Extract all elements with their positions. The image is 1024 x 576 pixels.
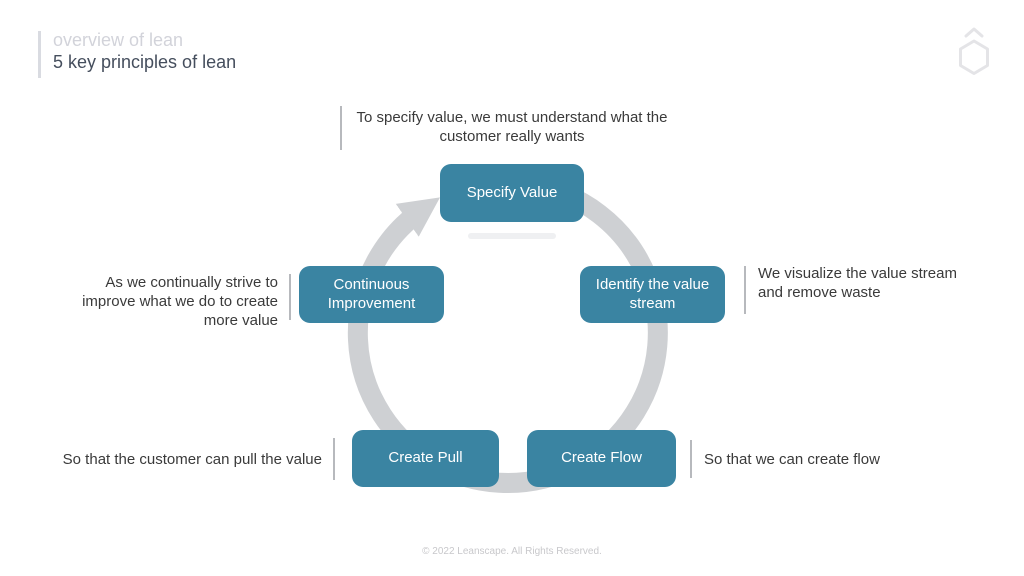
principle-label: Specify Value [466,183,558,201]
annotation-divider-continuous-improvement [289,274,291,320]
principle-box-create-flow: Create Flow [527,430,676,487]
annotation-divider-create-pull [333,438,335,480]
annotation-continuous-improvement: As we continually strive to improve what… [82,274,278,329]
annotation-identify-value-stream: We visualize the value stream and remove… [758,265,957,301]
principle-label: Continuous Improvement [327,275,416,312]
principle-label: Create Pull [388,449,463,467]
header-accent-bar [38,31,41,78]
leanscape-hexagon-logo-icon [955,26,993,83]
page-title: 5 key principles of lean [53,52,237,72]
principle-box-create-pull: Create Pull [352,430,499,487]
annotation-create-flow: So that we can create flow [704,451,880,468]
principle-box-identify-value-stream: Identify the value stream [580,266,725,323]
principle-label: Identify the value stream [595,275,710,312]
box-reflection-band [468,233,556,239]
annotation-specify-value: To specify value, we must understand wha… [356,109,668,145]
slide-eyebrow: overview of lean [53,30,184,50]
copyright-text: © 2022 Leanscape. All Rights Reserved. [422,546,602,557]
principle-box-continuous-improvement: Continuous Improvement [299,266,444,323]
principle-box-specify-value: Specify Value [440,164,584,222]
annotation-divider-identify-value-stream [744,266,746,314]
annotation-create-pull: So that the customer can pull the value [62,451,322,468]
principle-label: Create Flow [561,449,642,467]
annotation-divider-specify-value [340,106,342,150]
annotation-divider-create-flow [690,440,692,478]
